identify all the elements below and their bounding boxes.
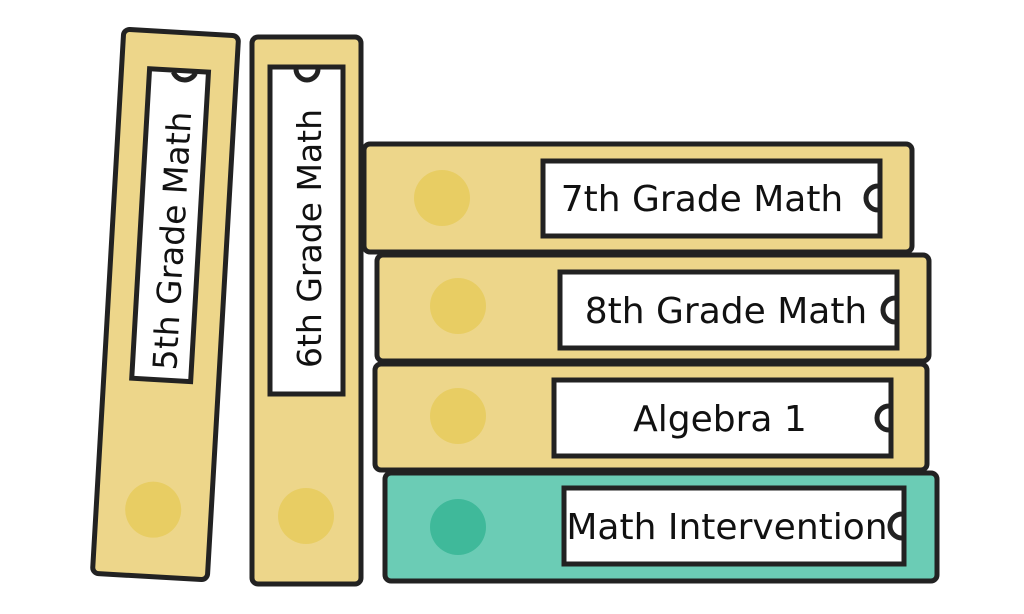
binder-ring-spot (430, 499, 486, 555)
binder-label-text: Math Intervention (566, 507, 887, 548)
binder-label-card: Math Intervention (557, 485, 907, 567)
binder-label-text: 6th Grade Math (290, 109, 329, 368)
binder-label-text: Algebra 1 (633, 399, 807, 440)
binder-label-card: 6th Grade Math (266, 64, 346, 397)
binder-math-intervention[interactable]: Math Intervention (382, 470, 940, 584)
binder-8th-grade-math[interactable]: 8th Grade Math (374, 252, 932, 364)
binder-label-text: 7th Grade Math (561, 179, 844, 220)
binder-label-card: 7th Grade Math (536, 158, 883, 239)
binder-ring-spot (430, 278, 486, 334)
binder-algebra-1[interactable]: Algebra 1 (372, 361, 930, 473)
binder-label-card: Algebra 1 (547, 377, 894, 459)
binder-6th-grade-math[interactable]: 6th Grade Math (249, 34, 364, 587)
binder-label-text: 8th Grade Math (585, 291, 868, 332)
binder-ring-spot (278, 488, 334, 544)
binder-5th-grade-math[interactable]: 5th Grade Math (90, 27, 241, 583)
binder-7th-grade-math[interactable]: 7th Grade Math (361, 141, 915, 255)
binder-label-card: 5th Grade Math (126, 66, 212, 385)
binder-ring-spot (125, 481, 182, 538)
binder-ring-spot (414, 170, 470, 226)
binder-label-card: 8th Grade Math (553, 269, 900, 351)
binder-ring-spot (430, 388, 486, 444)
